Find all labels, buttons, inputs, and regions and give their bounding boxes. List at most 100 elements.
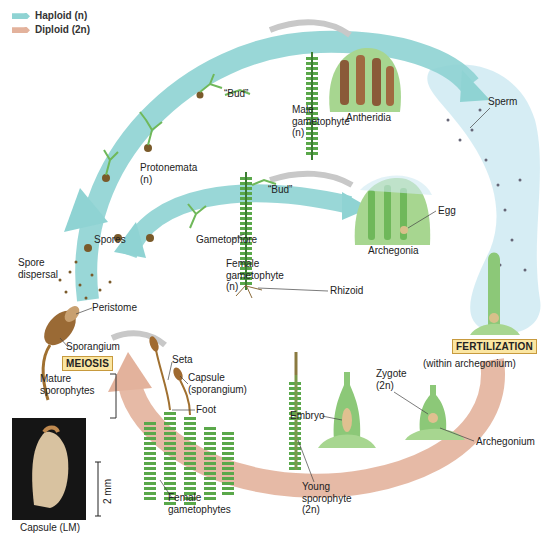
legend-text: Haploid (n) (35, 10, 87, 21)
part-label: Sperm (488, 96, 517, 108)
leader-line (76, 308, 92, 314)
capsule-micrograph (44, 428, 58, 433)
diploid-arrowhead (108, 352, 152, 392)
part-label: Female gametophytes (168, 492, 234, 515)
water-film (427, 64, 540, 333)
archegonium (470, 253, 520, 336)
antheridia-cluster (386, 66, 394, 106)
legend-item: Diploid (2n) (12, 24, 90, 35)
part-label: “Bud” (224, 88, 248, 100)
spore (85, 297, 88, 300)
sperm (471, 129, 474, 132)
part-label: Archegonium (476, 436, 535, 448)
protonema (200, 74, 222, 92)
archegonia-cluster (368, 190, 375, 240)
leader-line (408, 211, 436, 228)
part-label: 2 mm (102, 479, 114, 504)
part-label: Mature sporophytes (40, 373, 108, 396)
antheridia-cluster (329, 48, 401, 112)
part-label: Peristome (92, 302, 137, 314)
capsule (62, 303, 83, 325)
capsule-micrograph (12, 418, 86, 520)
zygote-archegonium (405, 385, 465, 440)
spore (65, 291, 68, 294)
archegonia-cluster (384, 185, 391, 240)
part-label: Protonemata (n) (140, 162, 206, 185)
spore (102, 174, 110, 182)
part-label: Rhizoid (330, 285, 363, 297)
archegonia-cluster (360, 176, 432, 195)
part-label: Egg (438, 205, 456, 217)
haploid-arrowhead (460, 70, 490, 102)
scale-bar (95, 462, 101, 516)
part-label: Sporangium (66, 341, 120, 353)
spore (69, 271, 72, 274)
transfer-arrow (112, 22, 352, 345)
legend-item: Haploid (n) (12, 10, 87, 21)
archegonium (470, 324, 520, 335)
sperm (511, 239, 514, 242)
sperm (519, 179, 522, 182)
stage-label: MEIOSIS (66, 358, 109, 369)
zygote-archegonium (420, 385, 447, 432)
spore (99, 289, 102, 292)
part-label: Capsule (sporangium) (188, 372, 260, 395)
embryo-archegonium (342, 408, 352, 432)
young-sporophyte (295, 352, 298, 375)
haploid-band (86, 42, 470, 300)
haploid-band (128, 193, 350, 255)
mature-sporophyte (150, 410, 228, 505)
leader-line (168, 362, 172, 380)
sperm (524, 269, 527, 272)
embryo-archegonium (334, 372, 361, 440)
part-label: Zygote (2n) (376, 368, 418, 391)
leader-line (60, 108, 490, 498)
antheridia-cluster (340, 60, 349, 105)
embryo-archegonium (318, 435, 376, 449)
leader-line (440, 428, 474, 441)
stage-label: FERTILIZATION (456, 341, 533, 352)
antheridia-cluster (356, 55, 365, 105)
leader-line (258, 288, 328, 291)
spore (144, 144, 152, 152)
part-label: “Bud” (268, 184, 292, 196)
protonema (104, 150, 118, 175)
diploid-arrowhead (108, 352, 152, 392)
mature-sporophyte (148, 335, 228, 505)
archegonia-cluster (400, 188, 407, 240)
mature-sporophyte (156, 350, 170, 410)
sperm (447, 119, 450, 122)
protonema (140, 112, 162, 145)
part-label: Young sporophyte (2n) (302, 481, 362, 516)
spore (75, 261, 78, 264)
legend-swatch (12, 13, 30, 19)
part-label: Archegonia (368, 245, 419, 257)
water-film (427, 64, 540, 333)
mature-sporophyte (148, 335, 161, 353)
part-label: Gametophore (196, 234, 257, 246)
stage-box: FERTILIZATION (452, 339, 537, 354)
part-label: (within archegonium) (423, 358, 516, 370)
spore (84, 244, 92, 252)
capsule-micrograph (12, 418, 86, 520)
leader-line (322, 416, 342, 420)
leader-line (470, 108, 490, 128)
part-label: Seta (172, 354, 193, 366)
part-label: Spores (94, 234, 126, 246)
leader-line (172, 410, 195, 411)
haploid-arrowhead (64, 70, 490, 258)
spore (109, 281, 112, 284)
capsule-micrograph (32, 432, 68, 508)
sperm (459, 139, 462, 142)
haploid-band (86, 42, 470, 300)
part-label: Capsule (LM) (20, 522, 80, 534)
antheridia-cluster (329, 48, 401, 112)
sperm (447, 109, 527, 292)
transfer-arrow (270, 22, 350, 35)
sperm (485, 159, 488, 162)
spore (146, 234, 154, 242)
sperm (497, 184, 500, 187)
scale-bar (95, 462, 101, 516)
part-label: Antheridia (346, 112, 391, 124)
leader-line (180, 376, 188, 384)
